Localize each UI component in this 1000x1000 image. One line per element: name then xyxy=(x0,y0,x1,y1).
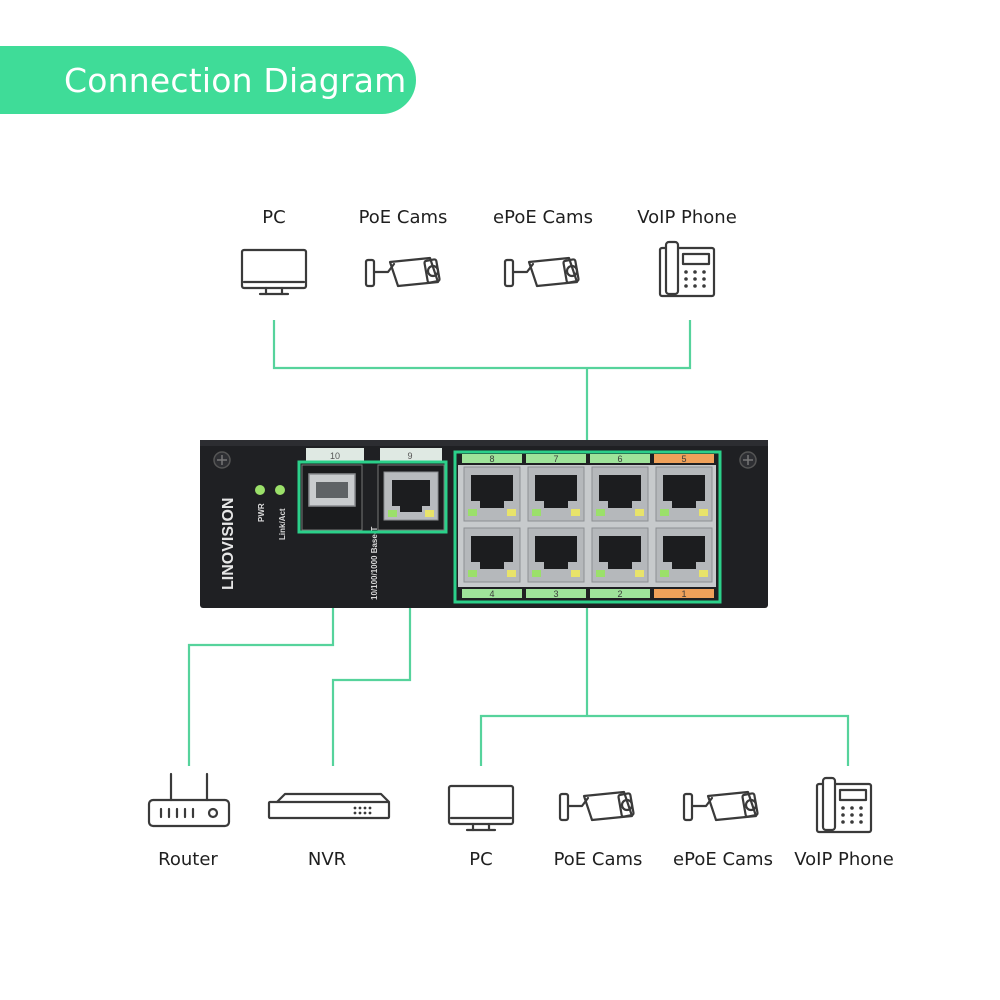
port-label-strip xyxy=(654,454,714,463)
bottom-poe-cam-icon xyxy=(558,790,635,822)
bottom-voip-phone-icon xyxy=(815,776,873,834)
port-number-label: 3 xyxy=(553,589,558,599)
uplink-led-left xyxy=(388,510,397,517)
port-number-label: 7 xyxy=(553,454,558,464)
title-banner: Connection Diagram xyxy=(0,46,416,114)
rj45-port xyxy=(655,527,713,583)
bottom-device-label-nvr: NVR xyxy=(307,849,347,870)
page-title: Connection Diagram xyxy=(64,60,407,100)
top-device-label-epoe-cams: ePoE Cams xyxy=(493,207,593,228)
top-bus-line xyxy=(272,320,692,370)
poe-port-block: 8 4 7 3 6 2 5 1 xyxy=(458,454,716,599)
port-label-strip xyxy=(654,589,714,598)
rj45-port xyxy=(463,527,521,583)
led-pwr-label: PWR xyxy=(257,503,266,522)
top-device-label-voip-phone: VoIP Phone xyxy=(637,207,737,228)
sfp-port-number-plate xyxy=(306,448,364,462)
camera-icon xyxy=(682,790,759,822)
uplink-speed-label: 10/100/1000 Base-T xyxy=(370,527,379,601)
port-label-strip xyxy=(462,589,522,598)
bottom-router-icon xyxy=(147,772,231,828)
bottom-device-label-epoe-cams: ePoE Cams xyxy=(673,849,773,870)
port-number-label: 6 xyxy=(617,454,622,464)
port-label-strip xyxy=(590,454,650,463)
rj45-port xyxy=(655,466,713,522)
bottom-device-label-router: Router xyxy=(158,849,218,870)
bottom-nvr-icon xyxy=(267,792,391,820)
port-label-strip xyxy=(526,589,586,598)
rj45-port xyxy=(527,466,585,522)
top-device-label-poe-cams: PoE Cams xyxy=(358,207,448,228)
rj45-port xyxy=(591,527,649,583)
switch-brand: LINOVISION xyxy=(220,498,237,590)
uplink-port-number: 9 xyxy=(407,451,412,461)
port-label-strip xyxy=(526,454,586,463)
port-number-label: 8 xyxy=(489,454,494,464)
phone-icon xyxy=(658,240,716,298)
rj45-port xyxy=(463,466,521,522)
camera-icon xyxy=(558,790,635,822)
poe-ports-highlight xyxy=(453,450,722,604)
bottom-device-label-poe-cams: PoE Cams xyxy=(553,849,643,870)
switch-chassis-edge xyxy=(200,440,768,446)
router-icon xyxy=(147,772,231,828)
nvr-icon xyxy=(267,792,391,820)
led-link-indicator xyxy=(275,485,285,495)
top-device-label-pc: PC xyxy=(262,207,286,228)
led-link-label: Link/Act xyxy=(278,508,287,540)
bottom-epoe-cam-icon xyxy=(682,790,759,822)
port-number-label: 1 xyxy=(681,589,686,599)
sfp-port-number: 10 xyxy=(330,451,340,461)
screw-left xyxy=(213,451,231,469)
uplink-led-right xyxy=(425,510,434,517)
rj45-port xyxy=(591,466,649,522)
rj45-port xyxy=(527,527,585,583)
top-voip-phone-icon xyxy=(658,240,716,298)
bottom-pc-icon xyxy=(447,784,515,832)
uplink-port-number-plate xyxy=(380,448,442,462)
monitor-icon xyxy=(240,248,308,296)
top-epoe-cam-icon xyxy=(503,256,580,288)
port-number-label: 4 xyxy=(489,589,494,599)
sfp-port-highlight xyxy=(297,460,448,534)
switch-device: LINOVISION PWR Link/Act 10 9 10/100/1000… xyxy=(200,440,768,608)
nvr-buttons xyxy=(353,806,372,815)
bottom-device-label-voip-phone: VoIP Phone xyxy=(794,849,894,870)
port-label-strip xyxy=(590,589,650,598)
bottom-device-label-pc: PC xyxy=(469,849,493,870)
port-label-strip xyxy=(462,454,522,463)
screw-right xyxy=(739,451,757,469)
top-poe-cam-icon xyxy=(364,256,441,288)
port-number-label: 2 xyxy=(617,589,622,599)
phone-icon xyxy=(815,776,873,834)
led-pwr-indicator xyxy=(255,485,265,495)
bottom-bus-line xyxy=(479,714,850,766)
monitor-icon xyxy=(447,784,515,832)
port-number-label: 5 xyxy=(681,454,686,464)
camera-icon xyxy=(503,256,580,288)
top-pc-icon xyxy=(240,248,308,296)
camera-icon xyxy=(364,256,441,288)
